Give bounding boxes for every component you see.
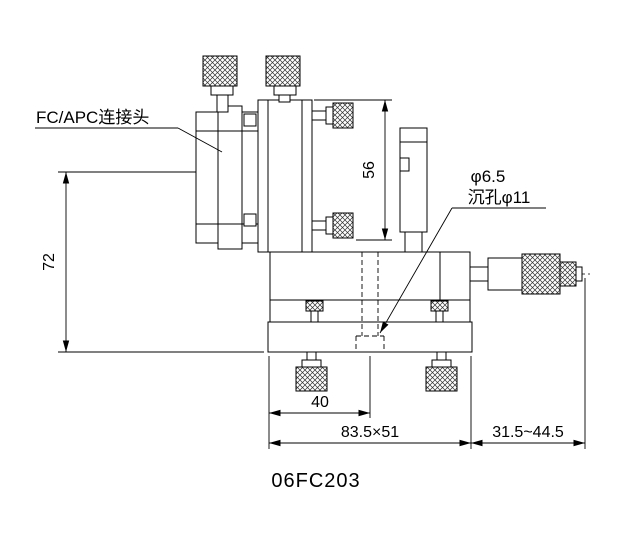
connector-assembly	[195, 105, 259, 250]
counterbore-hidden-lines	[355, 252, 385, 352]
dimension-base-footprint: 83.5×51	[269, 356, 472, 449]
callout-counterbore: φ6.5 沉孔φ11	[379, 167, 546, 334]
dimension-72: 72	[41, 171, 264, 353]
base-plate	[267, 321, 473, 353]
dimension-40: 40	[268, 356, 371, 449]
top-knob-left	[202, 55, 238, 113]
dimension-56: 56	[314, 99, 392, 241]
top-knob-right	[265, 55, 301, 103]
dimension-56-value: 56	[361, 161, 378, 179]
bottom-screw-right	[425, 351, 458, 392]
connector-label: FC/APC连接头	[36, 108, 149, 127]
side-screw-top	[311, 102, 354, 129]
side-screw-bottom	[311, 212, 354, 239]
product-code-title: 06FC203	[271, 470, 360, 492]
right-plate	[399, 127, 428, 252]
micrometer	[469, 253, 583, 295]
dimension-base-footprint-value: 83.5×51	[341, 424, 399, 441]
hole-diameter-label: φ6.5	[471, 167, 506, 186]
dimension-40-value: 40	[311, 394, 329, 411]
bottom-screw-left	[295, 351, 328, 392]
dimension-micrometer-range: 31.5~44.5	[471, 278, 586, 449]
center-block	[257, 99, 313, 253]
dimension-72-value: 72	[41, 253, 58, 271]
counterbore-label: 沉孔φ11	[468, 188, 531, 207]
dimension-micrometer-range-value: 31.5~44.5	[492, 424, 564, 441]
callout-connector: FC/APC连接头	[35, 108, 223, 153]
